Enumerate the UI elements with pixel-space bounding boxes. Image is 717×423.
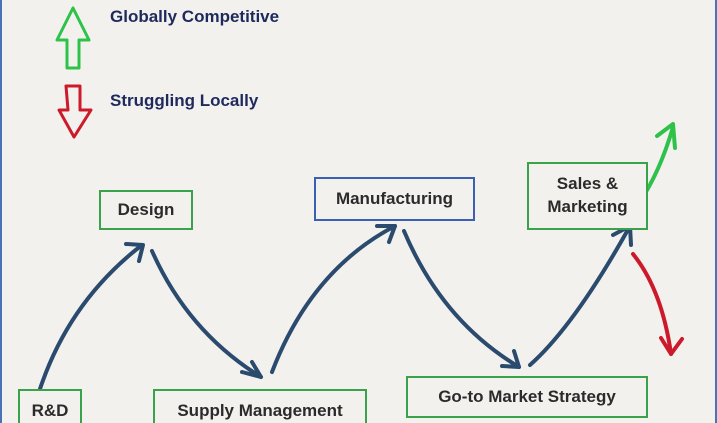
stage-sales-label-line1: Sales & — [556, 174, 619, 194]
arrow-design-to-supply — [150, 249, 263, 379]
stage-gotomarket-box: Go-to Market Strategy — [406, 376, 648, 418]
outcome-down-arrow-icon — [631, 252, 673, 356]
stage-supply-management-label: Supply Management — [177, 400, 343, 420]
arrowhead-design-to-supply — [240, 360, 263, 379]
stage-design-label: Design — [117, 199, 175, 219]
stage-sales-label-line2: Marketing — [547, 197, 628, 216]
legend-globally-competitive-label: Globally Competitive — [110, 7, 280, 26]
arrow-supply-to-manufacturing — [270, 224, 397, 374]
arrowhead-supply-to-manufacturing — [375, 224, 397, 244]
arrow-manufacturing-to-gotomarket — [402, 229, 521, 369]
stage-gotomarket-label: Go-to Market Strategy — [438, 386, 616, 406]
stage-design-box: Design — [99, 190, 193, 230]
stage-rd-label: R&D — [31, 400, 69, 420]
stage-sales-marketing-box: Sales & Marketing — [527, 162, 648, 230]
arrow-gotomarket-to-sales — [528, 224, 632, 367]
arrowhead-manufacturing-to-gotomarket — [500, 349, 521, 369]
stage-rd-box: R&D — [18, 389, 82, 423]
stage-manufacturing-label: Manufacturing — [335, 188, 454, 208]
legend-up-arrow-icon — [55, 6, 91, 70]
legend-down-arrow-icon — [57, 84, 93, 139]
stage-supply-management-box: Supply Management — [153, 389, 367, 423]
stage-manufacturing-box: Manufacturing — [314, 177, 475, 221]
outcome-down-arrowhead — [659, 336, 684, 356]
arrow-rd-to-design — [37, 243, 144, 394]
outcome-up-arrowhead — [655, 122, 677, 150]
legend-struggling-locally-label: Struggling Locally — [110, 91, 259, 110]
arrowhead-rd-to-design — [124, 242, 145, 263]
